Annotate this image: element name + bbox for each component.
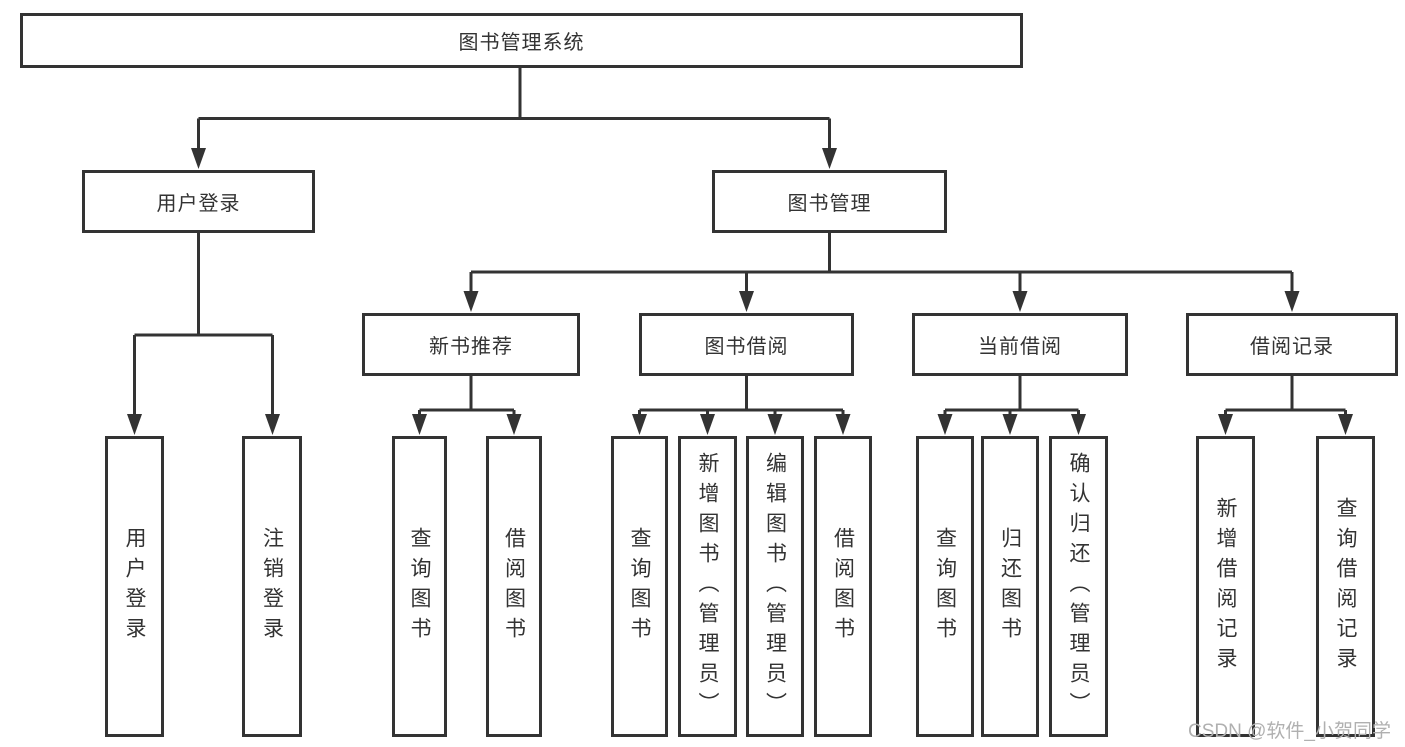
watermark: CSDN @软件_小贺同学 xyxy=(1188,721,1391,742)
node-borrow-records: 借阅记录 xyxy=(1186,313,1398,376)
node-borrow-books-leaf: 借阅图书 xyxy=(814,436,872,737)
node-query-books-borrow: 查询图书 xyxy=(611,436,668,737)
node-edit-book-admin: 编辑图书（管理员） xyxy=(746,436,804,737)
node-book-management: 图书管理 xyxy=(712,170,947,233)
node-user-login-leaf: 用户登录 xyxy=(105,436,164,737)
node-return-book: 归还图书 xyxy=(981,436,1039,737)
node-book-borrow: 图书借阅 xyxy=(639,313,854,376)
node-current-borrow: 当前借阅 xyxy=(912,313,1128,376)
node-add-book-admin: 新增图书（管理员） xyxy=(678,436,737,737)
node-user-login: 用户登录 xyxy=(82,170,315,233)
node-logout-leaf: 注销登录 xyxy=(242,436,302,737)
node-borrow-books-recommend: 借阅图书 xyxy=(486,436,542,737)
node-query-books-recommend: 查询图书 xyxy=(392,436,447,737)
node-confirm-return-admin: 确认归还（管理员） xyxy=(1049,436,1108,737)
node-query-borrow-record: 查询借阅记录 xyxy=(1316,436,1375,737)
node-new-book-recommend: 新书推荐 xyxy=(362,313,580,376)
node-query-books-current: 查询图书 xyxy=(916,436,974,737)
node-root: 图书管理系统 xyxy=(20,13,1023,68)
node-add-borrow-record: 新增借阅记录 xyxy=(1196,436,1255,737)
